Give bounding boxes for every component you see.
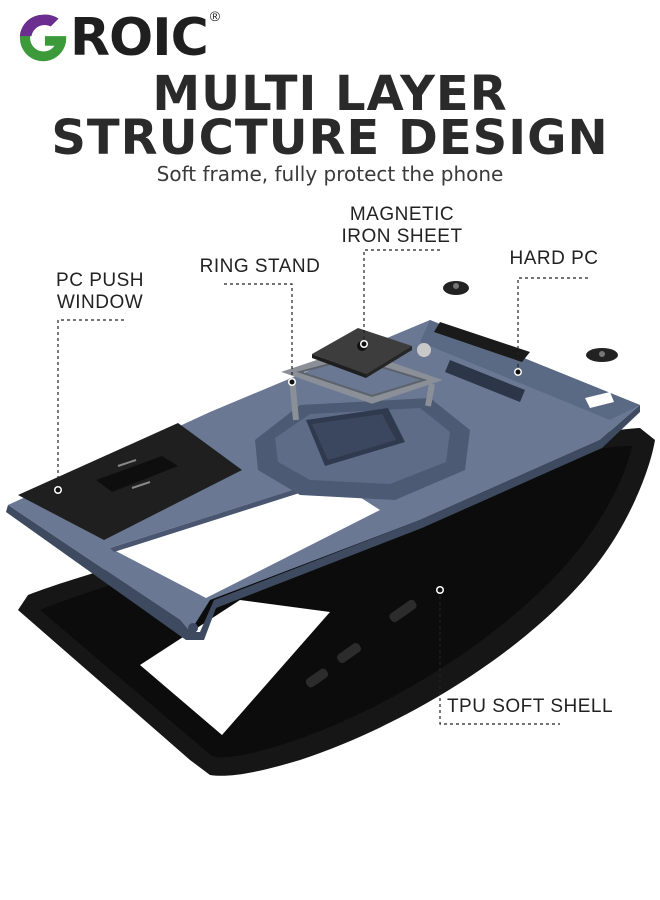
callout-pc-push-line-2: WINDOW [56, 292, 144, 313]
subtitle: Soft frame, fully protect the phone [156, 162, 504, 186]
registered-mark: ® [209, 8, 221, 24]
callout-hard-pc: HARD PC [509, 248, 599, 269]
callout-tpu-soft-shell: TPU SOFT SHELL [446, 696, 614, 717]
logo-g-icon [19, 14, 67, 62]
callout-pc-push-line-1: PC PUSH [56, 270, 144, 291]
headline-line-2: STRUCTURE DESIGN [51, 110, 609, 166]
callout-magnetic-iron-sheet: MAGNETIC IRON SHEET [330, 204, 474, 248]
callout-magnetic-line-2: IRON SHEET [341, 226, 463, 247]
callout-pc-push-window: PC PUSH WINDOW [48, 270, 152, 314]
callout-dots [54, 340, 522, 594]
brand-logo: ROIC ® [14, 8, 220, 68]
logo-wordmark: ROIC [70, 8, 209, 68]
hard-pc-plate [6, 320, 640, 640]
callout-ring-stand: RING STAND [199, 256, 321, 277]
callout-magnetic-line-1: MAGNETIC [349, 204, 455, 225]
tpu-soft-shell [18, 428, 655, 776]
headline-line-1: MULTI LAYER [152, 66, 508, 122]
floating-buttons [443, 281, 618, 362]
